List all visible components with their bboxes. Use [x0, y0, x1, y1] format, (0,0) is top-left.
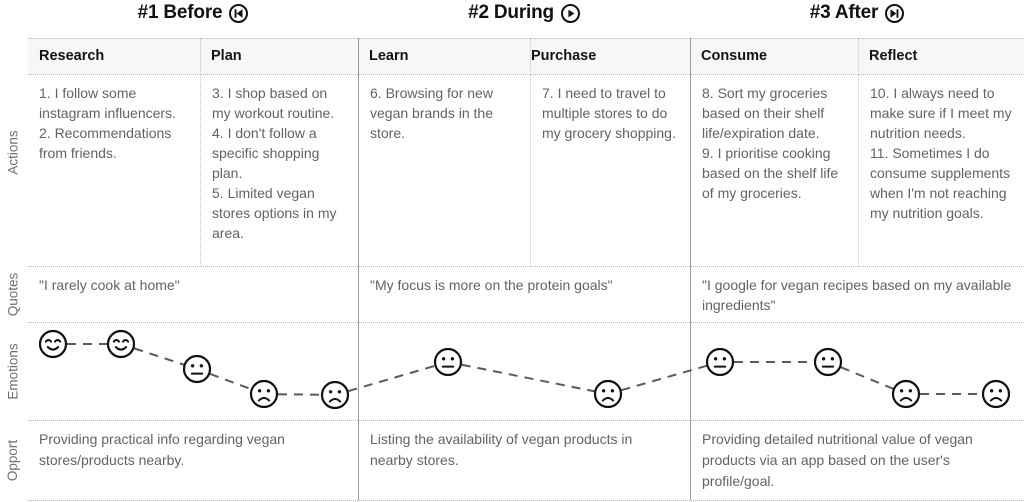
row-label-actions: Actions: [5, 129, 21, 175]
neutral-face-icon: [182, 354, 212, 384]
play-icon: [560, 3, 580, 23]
phase-header-during: #2 During: [358, 2, 690, 24]
emotion-connector: [133, 347, 185, 366]
emotion-connector: [209, 372, 252, 391]
grid-line-top: [28, 38, 1024, 39]
actions-cell-reflect: 10. I always need to make sure if I meet…: [870, 85, 1012, 221]
stage-header-research: Research: [39, 48, 105, 64]
sad-face-icon: [593, 379, 623, 409]
actions-cell-plan: 3. I shop based on my workout routine. 4…: [212, 85, 337, 241]
emotion-connector: [621, 364, 707, 392]
emotion-curve-svg: [38, 329, 1011, 410]
stage-header-consume: Consume: [701, 48, 768, 64]
emotions-chart: [28, 322, 1024, 420]
quote-cell-during: "My focus is more on the protein goals": [370, 277, 613, 293]
grid-line-emotions-bottom: [28, 420, 1024, 421]
quote-cell-after: "I google for vegan recipes based on my …: [702, 277, 1012, 313]
row-label-quotes: Quotes: [5, 272, 21, 316]
sad-face-icon: [981, 379, 1011, 409]
stage-header-learn: Learn: [369, 48, 409, 64]
phase-header-band: #1 Before #2 During #3 After: [0, 0, 1024, 36]
actions-cell-purchase: 7. I need to travel to multiple stores t…: [542, 85, 676, 141]
neutral-face-icon: [705, 347, 735, 377]
phase-header-before: #1 Before: [28, 2, 358, 24]
skip-back-icon: [229, 3, 249, 23]
grid-line-actions-bottom: [28, 266, 1024, 267]
opportunity-cell-before: Providing practical info regarding vegan…: [39, 431, 285, 468]
sad-face-icon: [249, 379, 279, 409]
phase-divider-before-during: [358, 38, 359, 500]
stage-header-purchase: Purchase: [531, 48, 597, 64]
row-label-opportunities: Opport: [5, 439, 21, 481]
col-divider-research-plan: [200, 38, 201, 266]
quote-cell-before: "I rarely cook at home": [39, 277, 180, 293]
skip-forward-icon: [885, 3, 905, 23]
neutral-face-icon: [813, 347, 843, 377]
col-divider-consume-reflect: [858, 38, 859, 266]
sad-face-icon: [320, 380, 350, 410]
happy-face-icon: [38, 329, 68, 359]
col-divider-learn-purchase: [530, 38, 531, 266]
stage-header-reflect: Reflect: [869, 48, 918, 64]
emotion-connector: [348, 364, 435, 393]
phase-header-after: #3 After: [690, 2, 1024, 24]
neutral-face-icon: [433, 347, 463, 377]
stage-header-plan: Plan: [211, 48, 242, 64]
opportunity-cell-after: Providing detailed nutritional value of …: [702, 431, 973, 489]
sad-face-icon: [891, 379, 921, 409]
actions-cell-research: 1. I follow some instagram influencers. …: [39, 85, 176, 161]
emotion-connector: [461, 363, 595, 393]
phase-label: #1 Before: [137, 2, 223, 23]
phase-label: #3 After: [809, 2, 879, 23]
happy-face-icon: [106, 329, 136, 359]
emotion-connector: [277, 393, 322, 396]
phase-divider-during-after: [690, 38, 691, 500]
grid-line-quotes-bottom: [28, 322, 1024, 323]
grid-line-header-bottom: [28, 74, 1024, 75]
opportunity-cell-during: Listing the availability of vegan produc…: [370, 431, 633, 468]
actions-cell-learn: 6. Browsing for new vegan brands in the …: [370, 85, 493, 141]
emotion-connector: [840, 366, 894, 390]
grid-line-bottom: [28, 500, 1024, 501]
actions-cell-consume: 8. Sort my groceries based on their shel…: [702, 85, 839, 201]
row-label-emotions: Emotions: [5, 342, 21, 400]
phase-label: #2 During: [468, 2, 554, 23]
